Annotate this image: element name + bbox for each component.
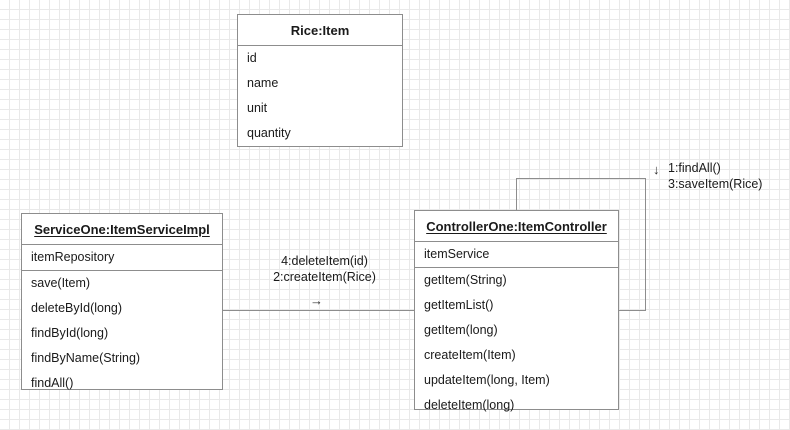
attribute-item: itemRepository (31, 250, 115, 264)
class-title-rice-item: Rice:Item (238, 15, 402, 46)
operation-item: getItem(String) (424, 273, 507, 287)
operation-item: deleteById(long) (31, 301, 123, 315)
attribute-item: name (247, 76, 279, 90)
operation-item: save(Item) (31, 276, 91, 290)
attributes-compartment-controller-one: itemService (415, 242, 618, 268)
operations-compartment-service-one: save(Item) deleteById(long) findById(lon… (22, 271, 222, 396)
class-box-controller-one[interactable]: ControllerOne:ItemController itemService… (414, 210, 619, 412)
attributes-compartment-service-one: itemRepository (22, 245, 222, 271)
operation-item: createItem(Item) (424, 348, 516, 362)
class-box-rice-item[interactable]: Rice:Item id name unit quantity (237, 14, 403, 147)
operation-item: getItem(long) (424, 323, 498, 337)
message-line: 4:deleteItem(id) (281, 254, 368, 268)
operation-item: findAll() (31, 376, 74, 390)
connector-self-link-right-riser (645, 178, 646, 310)
message-label-service-to-controller: 4:deleteItem(id) 2:createItem(Rice) (252, 253, 397, 285)
message-label-controller-self: 1:findAll() 3:saveItem(Rice) (668, 160, 762, 192)
message-line: 1:findAll() (668, 161, 721, 175)
class-box-service-one[interactable]: ServiceOne:ItemServiceImpl itemRepositor… (21, 213, 223, 390)
message-line: 3:saveItem(Rice) (668, 177, 763, 191)
operation-item: findById(long) (31, 326, 109, 340)
class-title-service-one: ServiceOne:ItemServiceImpl (22, 214, 222, 245)
arrow-right-icon: → (310, 293, 323, 308)
connector-self-link-return (619, 310, 646, 311)
operations-compartment-controller-one: getItem(String) getItemList() getItem(lo… (415, 268, 618, 418)
message-line: 2:createItem(Rice) (273, 270, 376, 284)
connector-service-to-controller[interactable] (222, 310, 415, 311)
attribute-item: unit (247, 101, 268, 115)
class-title-controller-one: ControllerOne:ItemController (415, 211, 618, 242)
connector-self-link-top (516, 178, 646, 179)
attribute-item: itemService (424, 247, 490, 261)
operation-item: updateItem(long, Item) (424, 373, 550, 387)
attributes-compartment-rice-item: id name unit quantity (238, 46, 402, 146)
attribute-item: quantity (247, 126, 291, 140)
connector-self-link-left-riser (516, 178, 517, 211)
attribute-item: id (247, 51, 257, 65)
operation-item: deleteItem(long) (424, 398, 515, 412)
operation-item: getItemList() (424, 298, 494, 312)
operation-item: findByName(String) (31, 351, 141, 365)
arrow-down-icon: ↓ (653, 162, 660, 177)
